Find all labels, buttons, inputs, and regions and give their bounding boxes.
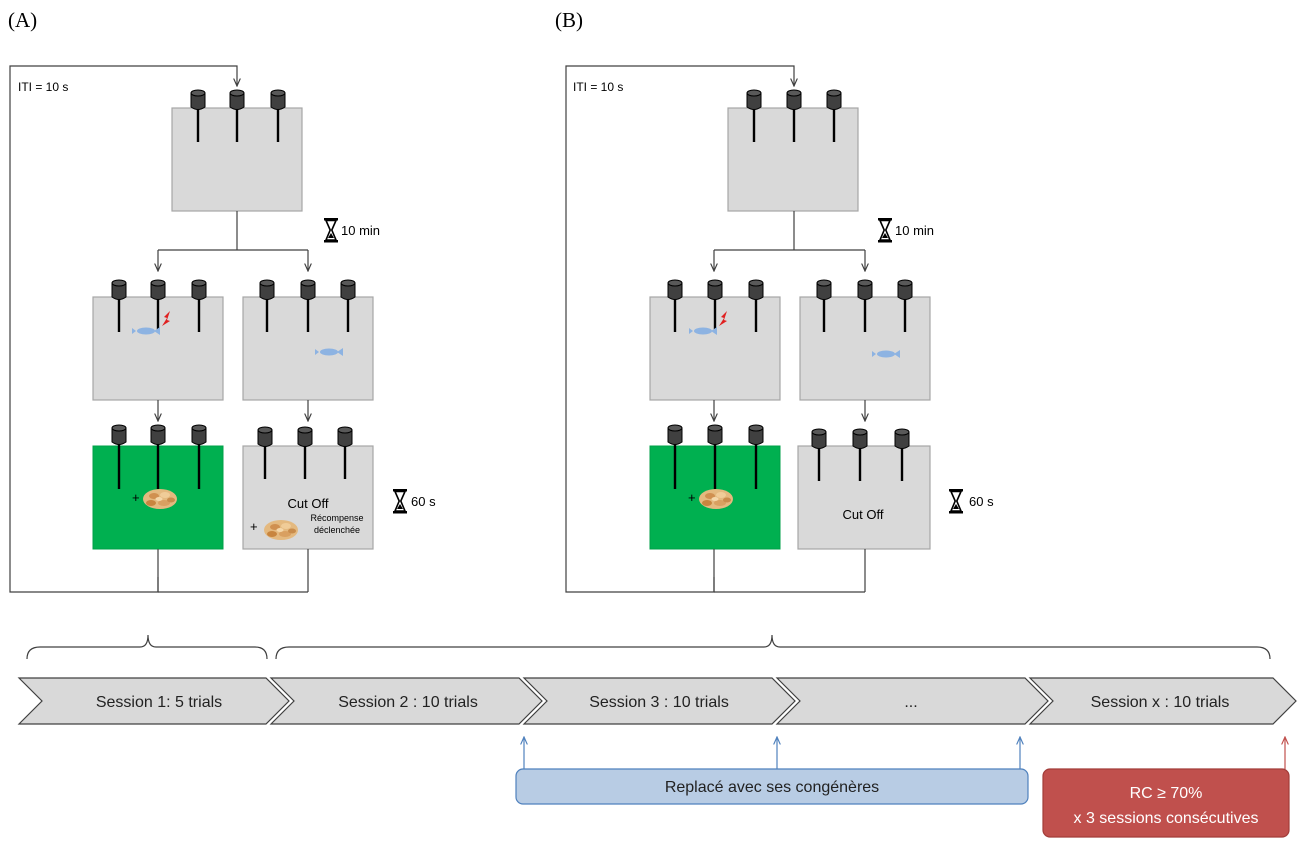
tank-cutoff [797, 445, 931, 550]
cutoff-reward-line1: Récompense [310, 513, 363, 523]
cutoff-reward-line2: déclenchée [314, 525, 360, 535]
session-chevron [17, 677, 290, 725]
brace-panel-b [275, 634, 1271, 660]
food-pellets-icon [699, 489, 733, 509]
hourglass-icon [323, 217, 339, 244]
shock-icon [719, 311, 727, 326]
session-label: ... [904, 694, 917, 711]
replace-box [515, 768, 1029, 805]
hourglass-icon [877, 217, 893, 244]
wait-10min: 10 min [341, 223, 380, 238]
session-chevron [522, 677, 796, 725]
shock-icon [162, 311, 170, 326]
session-chevron [775, 677, 1049, 725]
wait-60s: 60 s [969, 494, 994, 509]
reward-plus: + [688, 490, 696, 505]
panel-b: (B) ITI = 10 s 10 min + [555, 8, 994, 593]
hourglass-icon [392, 488, 408, 515]
replace-note: Replacé avec ses congénères [515, 737, 1029, 805]
wait-60s: 60 s [411, 494, 436, 509]
food-pellets-icon [264, 520, 298, 540]
criterion-note: RC ≥ 70% x 3 sessions consécutives [1042, 737, 1290, 838]
session-chevron [269, 677, 543, 725]
criterion-line1: RC ≥ 70% [1130, 785, 1203, 802]
cutoff-reward-plus: + [250, 519, 258, 534]
criterion-line2: x 3 sessions consécutives [1074, 810, 1259, 827]
replace-label: Replacé avec ses congénères [665, 779, 879, 796]
iti-label: ITI = 10 s [573, 80, 623, 94]
reward-plus: + [132, 490, 140, 505]
food-pellets-icon [143, 489, 177, 509]
cutoff-label: Cut Off [288, 496, 329, 511]
wait-10min: 10 min [895, 223, 934, 238]
session-label: Session 1: 5 trials [96, 694, 222, 711]
hourglass-icon [948, 488, 964, 515]
cutoff-label: Cut Off [843, 507, 884, 522]
session-label: Session 3 : 10 trials [589, 694, 729, 711]
session-chevron [1028, 677, 1297, 725]
iti-label: ITI = 10 s [18, 80, 68, 94]
brace-panel-a [26, 634, 268, 660]
panel-label: (B) [555, 8, 583, 32]
criterion-box [1042, 768, 1290, 838]
session-timeline: Session 1: 5 trials Session 2 : 10 trial… [17, 677, 1297, 725]
panel-label: (A) [8, 8, 37, 32]
session-label: Session x : 10 trials [1091, 694, 1230, 711]
panel-a: (A) ITI = 10 s 10 min [8, 8, 436, 593]
session-label: Session 2 : 10 trials [338, 694, 478, 711]
